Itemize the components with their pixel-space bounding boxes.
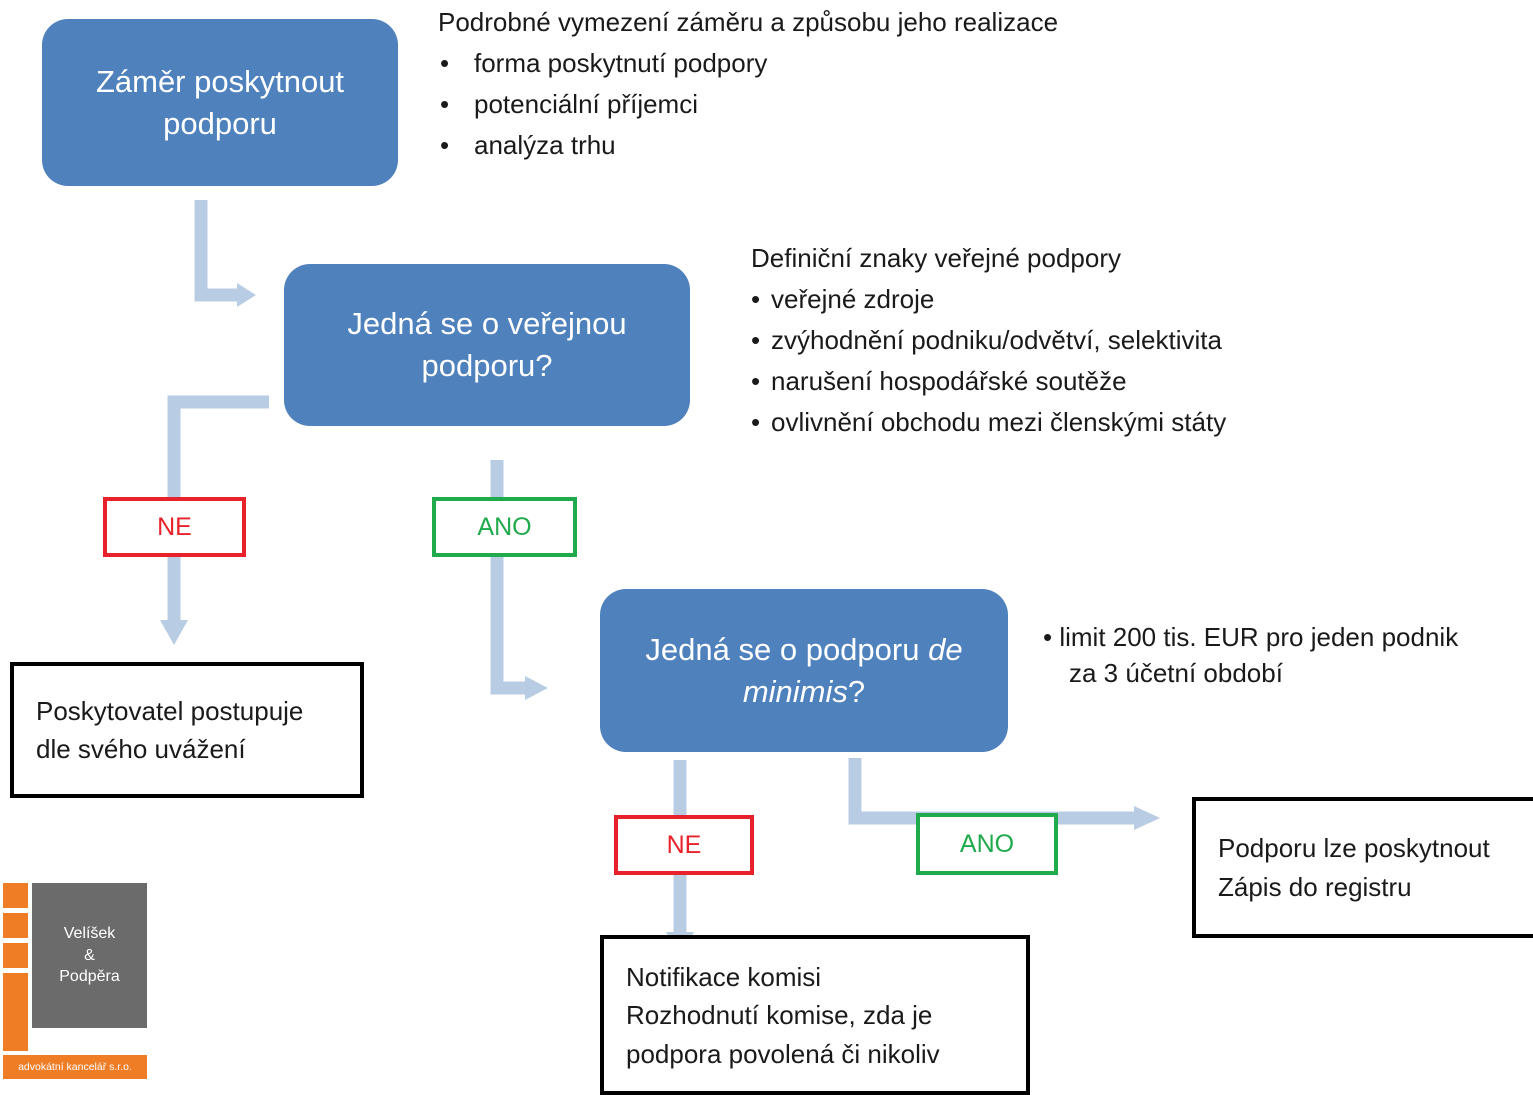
outcome-notification-line: Notifikace komisi	[626, 962, 822, 992]
arrowhead-de-minimis-yes	[1134, 806, 1160, 830]
node-intent-label: Záměr poskytnout podporu	[95, 63, 345, 141]
notes-de-minimis-line: • limit 200 tis. EUR pro jeden podnik	[1043, 622, 1459, 652]
outcome-grant-line: Zápis do registru	[1218, 871, 1412, 902]
outcome-discretion-line: Poskytovatel postupuje	[36, 695, 304, 726]
logo-orange-square	[3, 913, 28, 938]
notes-intent-item: analýza trhu	[438, 125, 1058, 166]
logo-orange-square	[3, 973, 28, 1051]
outcome-discretion-line: dle svého uvážení	[36, 734, 246, 764]
firm-logo: Velíšek & Podpěra advokátní kancelář s.r…	[0, 883, 148, 1081]
arrowhead-public-support-no	[160, 620, 188, 645]
logo-name-panel: Velíšek & Podpěra	[32, 883, 147, 1028]
notes-intent-item: forma poskytnutí podpory	[438, 43, 1058, 84]
arrowhead-intent-to-public-support	[237, 283, 256, 307]
notes-intent-heading: Podrobné vymezení záměru a způsobu jeho …	[438, 7, 1059, 37]
arrowhead-public-support-yes	[525, 676, 548, 700]
outcome-grant: Podporu lze poskytnout Zápis do registru	[1192, 797, 1533, 938]
notes-public-support-item: narušení hospodářské soutěže	[751, 361, 1226, 402]
outcome-notification: Notifikace komisi Rozhodnutí komise, zda…	[600, 935, 1030, 1095]
connector-de-minimis-yes	[848, 758, 1138, 825]
connector-intent-to-public-support	[194, 200, 240, 302]
node-de-minimis-text: Jedná se o podporu	[645, 631, 929, 667]
logo-ampersand: &	[84, 946, 95, 964]
logo-orange-square	[3, 883, 28, 908]
label-no-de-minimis: NE	[614, 815, 754, 875]
outcome-notification-line: Rozhodnutí komise, zda je	[626, 1000, 933, 1031]
node-de-minimis-label: Jedná se o podporu de minimis?	[628, 629, 980, 713]
node-de-minimis-qmark: ?	[847, 673, 866, 709]
node-public-support-label: Jedná se o veřejnou podporu?	[347, 306, 627, 383]
notes-de-minimis: • limit 200 tis. EUR pro jeden podnik za…	[1043, 619, 1458, 691]
node-public-support: Jedná se o veřejnou podporu?	[284, 264, 690, 426]
logo-tagline: advokátní kancelář s.r.o.	[3, 1055, 147, 1079]
notes-public-support-item: ovlivnění obchodu mezi členskými státy	[751, 402, 1226, 443]
notes-public-support-item: veřejné zdroje	[751, 279, 1226, 320]
node-de-minimis: Jedná se o podporu de minimis?	[600, 589, 1008, 752]
logo-name-2: Podpěra	[59, 968, 120, 986]
notes-intent: Podrobné vymezení záměru a způsobu jeho …	[438, 2, 1058, 166]
outcome-discretion: Poskytovatel postupuje dle svého uvážení	[10, 662, 364, 798]
node-de-minimis-italic: de minimis	[742, 631, 963, 709]
notes-public-support: Definiční znaky veřejné podpory veřejné …	[751, 238, 1226, 443]
notes-de-minimis-line: za 3 účetní období	[1069, 658, 1283, 688]
label-yes-de-minimis: ANO	[916, 813, 1058, 875]
node-intent: Záměr poskytnout podporu	[42, 19, 398, 186]
logo-orange-square	[3, 943, 28, 968]
notes-public-support-heading: Definiční znaky veřejné podpory	[751, 243, 1121, 273]
outcome-notification-line: podpora povolená či nikoliv	[626, 1038, 940, 1069]
logo-name-1: Velíšek	[63, 925, 116, 943]
notes-public-support-item: zvýhodnění podniku/odvětví, selektivita	[751, 320, 1226, 361]
notes-intent-item: potenciální příjemci	[438, 84, 1058, 125]
connector-public-support-yes	[490, 460, 528, 695]
label-no-public-support: NE	[103, 497, 246, 557]
outcome-grant-line: Podporu lze poskytnout	[1218, 833, 1490, 864]
label-yes-public-support: ANO	[432, 497, 577, 557]
